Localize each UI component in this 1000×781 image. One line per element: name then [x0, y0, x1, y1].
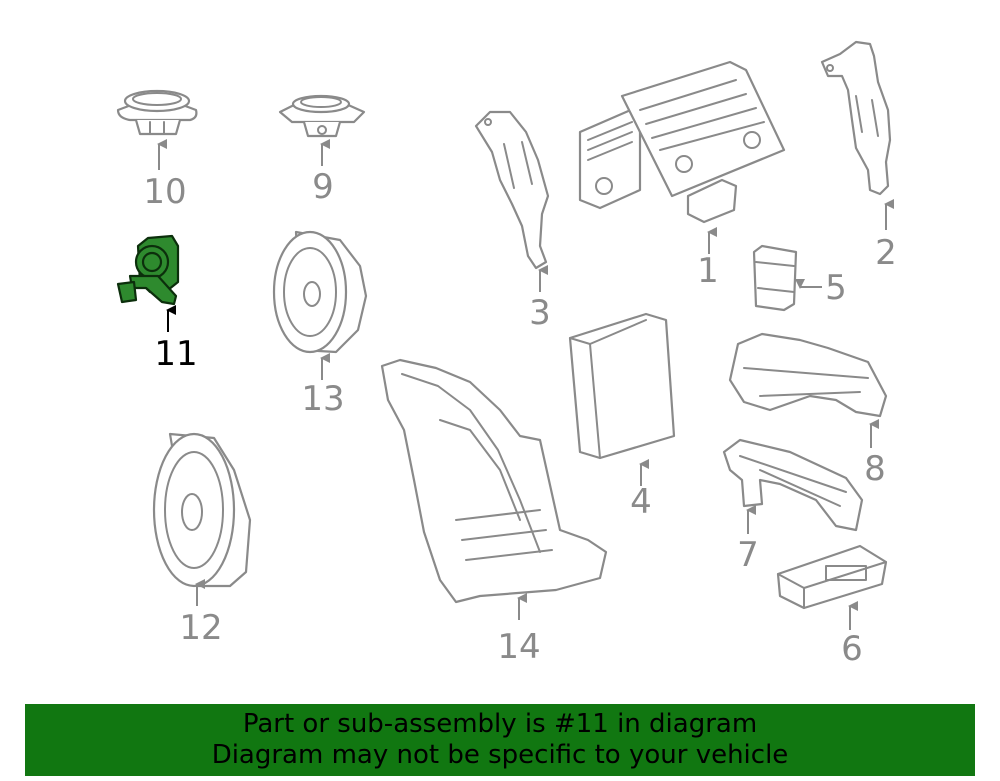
callout-8: 8	[864, 449, 886, 489]
callout-10: 10	[143, 172, 186, 212]
part-13-speaker[interactable]: 13	[272, 230, 368, 419]
part-4-module[interactable]: 4	[568, 312, 676, 522]
callout-5: 5	[825, 268, 847, 308]
part-14-duct-assembly[interactable]: 14	[380, 358, 608, 667]
part-5-switch[interactable]: 5	[752, 244, 847, 312]
part-1-radio-head-unit[interactable]: 1	[578, 60, 786, 291]
callout-9: 9	[312, 167, 334, 207]
parts-diagram: 10 9 1 2	[116, 40, 897, 669]
callout-1: 1	[697, 251, 719, 291]
banner-line-1: Part or sub-assembly is #11 in diagram	[242, 709, 758, 739]
callout-11: 11	[154, 334, 197, 374]
callout-3: 3	[529, 293, 551, 333]
part-10-tweeter[interactable]: 10	[116, 89, 198, 212]
callout-2: 2	[875, 233, 897, 273]
banner-line-2: Diagram may not be specific to your vehi…	[211, 740, 789, 770]
part-2-bracket[interactable]: 2	[820, 40, 897, 273]
part-12-speaker[interactable]: 12	[152, 432, 252, 648]
part-11-speaker-assembly[interactable]: 11	[116, 234, 198, 374]
callout-12: 12	[179, 608, 222, 648]
callout-14: 14	[497, 627, 540, 667]
callout-6: 6	[841, 629, 863, 669]
part-6-module[interactable]: 6	[776, 544, 888, 669]
part-8-cover[interactable]: 8	[728, 332, 888, 489]
part-3-bracket[interactable]: 3	[474, 110, 551, 333]
callout-13: 13	[301, 379, 344, 419]
notice-banner: Part or sub-assembly is #11 in diagram D…	[25, 704, 975, 776]
callout-7: 7	[737, 535, 759, 575]
part-7-bracket[interactable]: 7	[722, 438, 864, 575]
part-9-tweeter[interactable]: 9	[278, 94, 366, 207]
callout-4: 4	[630, 482, 652, 522]
